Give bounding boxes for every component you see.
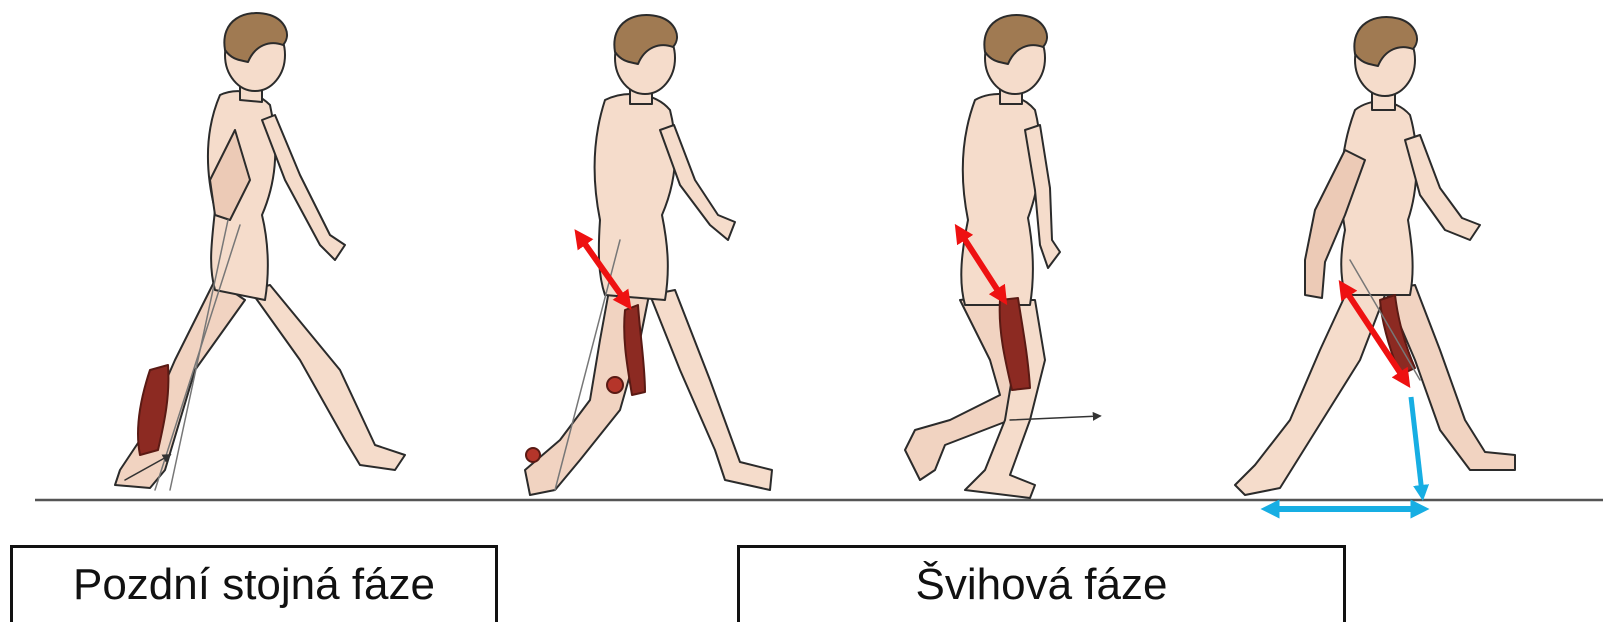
phase-label-late-stance-text: Pozdní stojná fáze: [73, 560, 435, 610]
figure-late-stance: [115, 13, 405, 490]
phase-label-late-stance: Pozdní stojná fáze: [10, 545, 498, 622]
blue-arrow-vertical: [1411, 397, 1422, 493]
figure-mid-swing: [905, 15, 1100, 498]
phase-label-swing-text: Švihová fáze: [916, 560, 1168, 610]
figure-swing-initial: [525, 15, 772, 495]
figure-terminal-swing: [1235, 17, 1515, 495]
phase-label-swing: Švihová fáze: [737, 545, 1346, 622]
